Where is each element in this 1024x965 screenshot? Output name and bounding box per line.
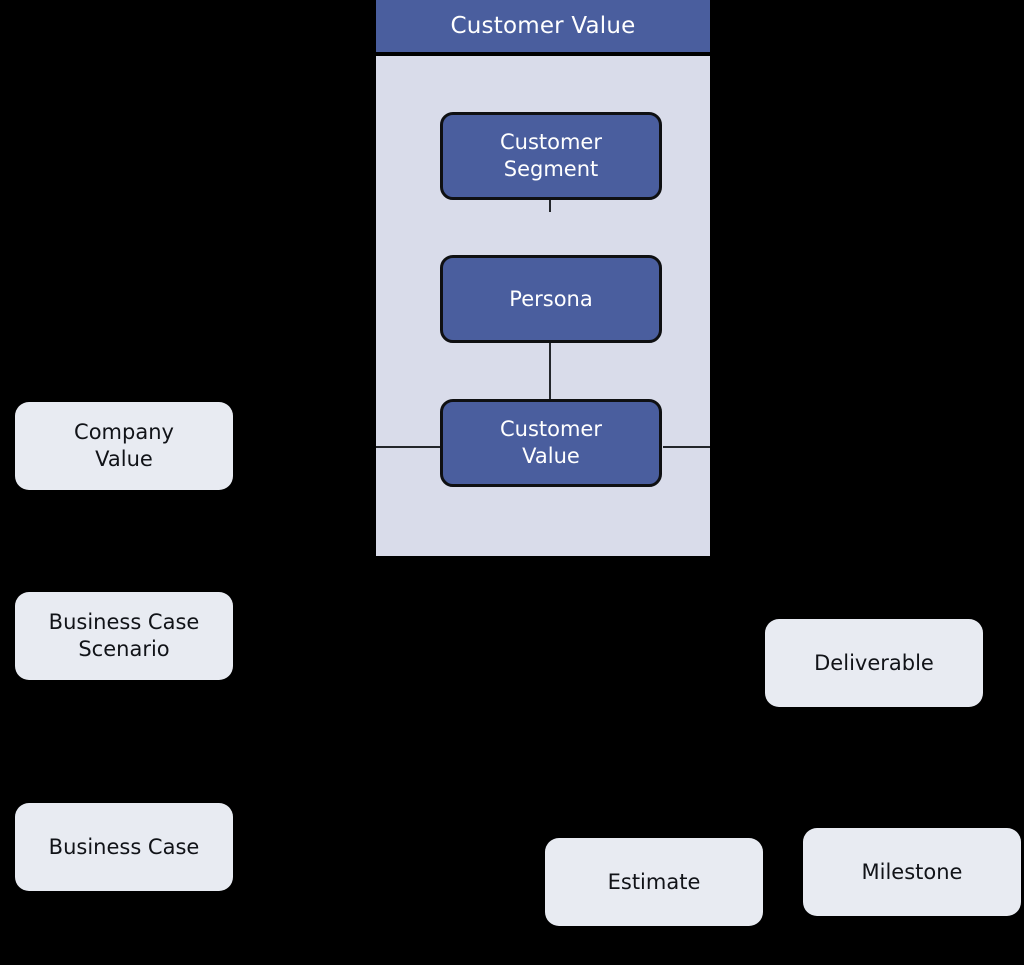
node-estimate[interactable]: Estimate: [545, 838, 763, 926]
node-estimate-label: Estimate: [607, 869, 701, 894]
node-business-case[interactable]: Business Case: [15, 803, 233, 891]
node-business-case-scenario[interactable]: Business Case Scenario: [15, 592, 233, 680]
group-customer-value[interactable]: Customer Value Customer Segment Persona …: [376, 0, 710, 556]
node-deliverable-label: Deliverable: [814, 650, 934, 675]
connector-persona-to-customer-value: [549, 343, 551, 399]
node-company-value-label: Company Value: [74, 420, 174, 471]
connector-customer-value-to-right-edge: [663, 446, 710, 448]
node-business-case-label: Business Case: [48, 834, 200, 859]
connector-customer-value-to-left-edge: [376, 446, 440, 448]
node-persona-label: Persona: [509, 286, 593, 311]
node-milestone-label: Milestone: [861, 859, 963, 884]
node-milestone[interactable]: Milestone: [803, 828, 1021, 916]
node-customer-value-label: Customer Value: [499, 417, 602, 468]
node-customer-value[interactable]: Customer Value: [440, 399, 662, 487]
node-deliverable[interactable]: Deliverable: [765, 619, 983, 707]
node-company-value[interactable]: Company Value: [15, 402, 233, 490]
group-body-customer-value: Customer Segment Persona Customer Value: [376, 56, 710, 556]
node-persona[interactable]: Persona: [440, 255, 662, 343]
node-customer-segment-label: Customer Segment: [499, 130, 602, 181]
group-title-label: Customer Value: [450, 12, 636, 39]
group-header-customer-value[interactable]: Customer Value: [376, 0, 710, 52]
node-business-case-scenario-label: Business Case Scenario: [48, 610, 200, 661]
node-customer-segment[interactable]: Customer Segment: [440, 112, 662, 200]
